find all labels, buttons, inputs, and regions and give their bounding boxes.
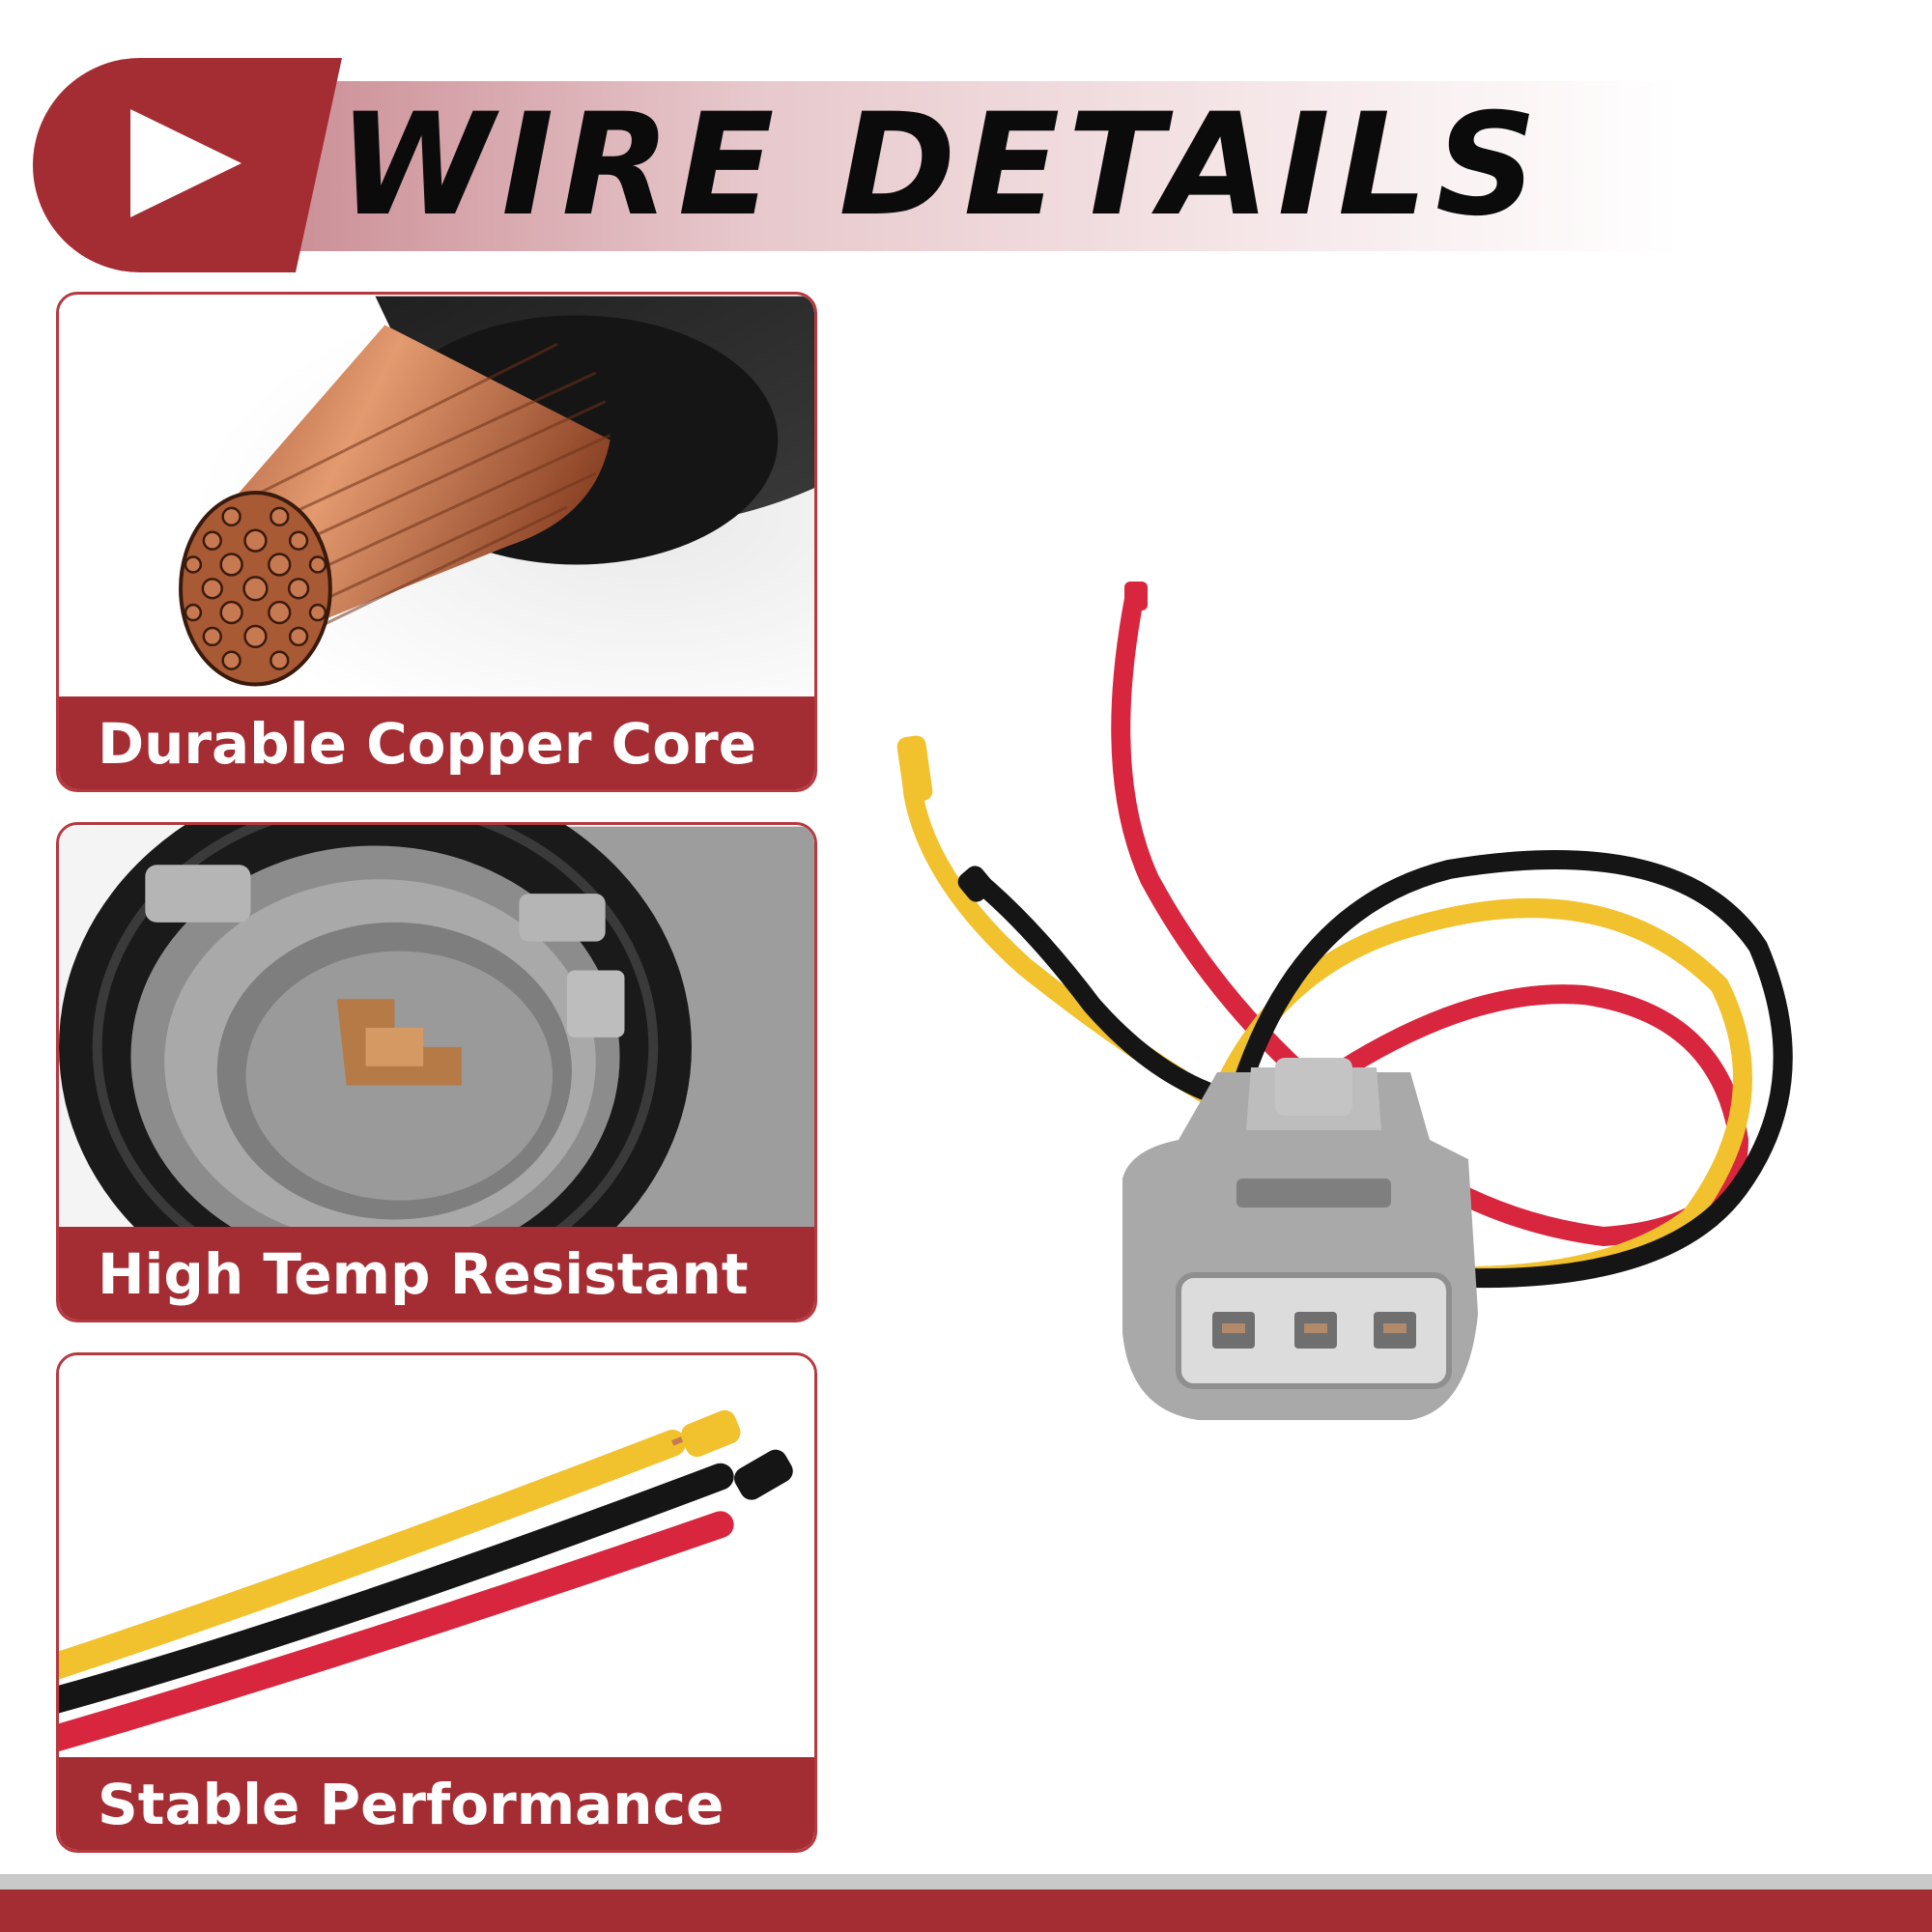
footer-bar <box>0 1889 1932 1932</box>
page-title: WIRE DETAILS <box>338 83 1546 247</box>
three-wires-icon <box>59 1356 814 1760</box>
caption-bar: Stable Performance <box>59 1757 814 1850</box>
wire-harness-connector-icon <box>896 582 1793 1420</box>
header-banner: WIRE DETAILS <box>0 0 1932 290</box>
caption-bar: Durable Copper Core <box>59 696 814 789</box>
feature-card-high-temp: High Temp Resistant <box>56 822 817 1322</box>
feature-caption: High Temp Resistant <box>98 1241 749 1307</box>
feature-card-stable-performance: Stable Performance <box>56 1352 817 1853</box>
feature-caption: Stable Performance <box>98 1772 724 1837</box>
caption-bar: High Temp Resistant <box>59 1227 814 1320</box>
connector-socket-icon <box>59 825 814 1231</box>
footer-divider <box>0 1874 1932 1889</box>
copper-wire-icon <box>59 296 814 699</box>
feature-card-copper-core: Durable Copper Core <box>56 292 817 792</box>
banner-background <box>251 81 1681 251</box>
feature-caption: Durable Copper Core <box>98 711 757 777</box>
play-icon <box>130 109 242 217</box>
